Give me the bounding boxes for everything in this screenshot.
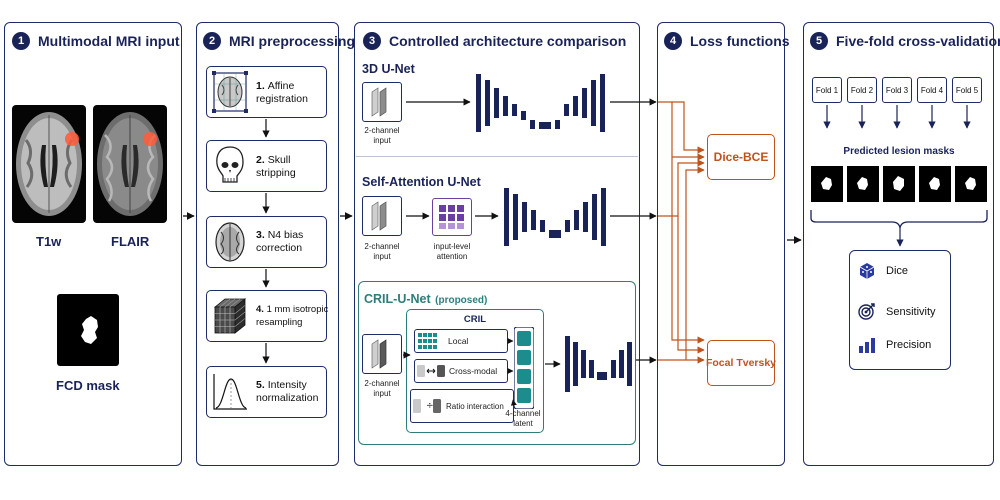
target-icon: [858, 303, 875, 320]
cross-modal-icon: [417, 365, 445, 377]
t1w-label: T1w: [36, 234, 62, 249]
fold-box: Fold 4: [917, 77, 947, 103]
step-number-badge: 3: [363, 32, 381, 50]
cril-module-cross-modal-label: Cross-modal: [449, 366, 498, 376]
fcd-mask-label: FCD mask: [56, 378, 120, 393]
proposed-tag: (proposed): [435, 295, 488, 306]
metric-precision-label: Precision: [886, 339, 932, 351]
cril-block-title: CRIL: [463, 314, 487, 325]
panel-title-text: MRI preprocessing: [229, 33, 356, 49]
cril-unet-name: CRIL-U-Net: [364, 292, 431, 306]
cril-module-ratio-label: Ratio interaction: [446, 402, 504, 411]
latent-channels-icon: [514, 327, 534, 409]
panel-title-text: Controlled architecture comparison: [389, 33, 627, 49]
cril-unet-title: CRIL-U-Net (proposed): [364, 290, 487, 308]
panel-title-architecture: 3 Controlled architecture comparison: [363, 32, 626, 50]
loss-dice-bce: Dice-BCE: [707, 134, 775, 180]
flair-brain-image: [93, 105, 167, 223]
arch-sa-unet-input-box: [362, 196, 402, 236]
predicted-masks-label: Predicted lesion masks: [843, 146, 955, 157]
input-volume-icon: [371, 201, 387, 231]
panel-title-mri-input: 1 Multimodal MRI input: [12, 32, 180, 50]
fold-box: Fold 5: [952, 77, 982, 103]
arch-sa-unet-title: Self-Attention U-Net: [362, 175, 481, 189]
histogram-icon: [213, 374, 247, 410]
section-divider: [356, 156, 638, 157]
preproc-step-registration: [206, 66, 327, 118]
panel-mri-input: [4, 22, 182, 466]
panel-title-text: Multimodal MRI input: [38, 33, 180, 49]
skull-icon: [216, 146, 244, 183]
metrics-box: [849, 250, 951, 370]
local-grid-icon: [418, 333, 437, 349]
brain-scan-icon: [215, 222, 245, 262]
panel-title-text: Five-fold cross-validation: [836, 33, 1000, 49]
step-number-badge: 5: [810, 32, 828, 50]
metric-dice-label: Dice: [886, 265, 909, 277]
panel-loss: [657, 22, 785, 466]
ratio-icon: ÷: [413, 399, 441, 413]
svg-text:÷: ÷: [426, 401, 434, 411]
metric-sensitivity-label: Sensitivity: [886, 306, 936, 318]
preproc-step-registration-text: 1. Affine registration: [256, 80, 308, 105]
fold-box: Fold 2: [847, 77, 877, 103]
cril-block: [406, 309, 544, 433]
arch-3d-unet-title: 3D U-Net: [362, 62, 415, 76]
cril-module-cross-modal: [414, 359, 508, 383]
loss-focal-tversky: Focal Tversky: [706, 340, 776, 386]
predicted-mask-images: [811, 166, 987, 202]
fold-box: Fold 3: [882, 77, 912, 103]
dice-icon: [859, 263, 875, 279]
t1w-brain-image: [12, 105, 86, 223]
panel-title-cross-validation: 5 Five-fold cross-validation: [810, 32, 1000, 50]
input-volume-icon: [371, 339, 387, 369]
attention-grid-icon: [439, 205, 464, 229]
brain-grid-icon: [212, 71, 248, 113]
preproc-step-n4-bias-text: 3. N4 bias correction: [256, 229, 304, 254]
fold-box: Fold 1: [812, 77, 842, 103]
step-number-badge: 2: [203, 32, 221, 50]
step-number-badge: 4: [664, 32, 682, 50]
cril-module-local-label: Local: [448, 336, 469, 346]
bar-chart-icon: [859, 338, 875, 353]
fcd-mask-image: [57, 294, 119, 366]
cril-unet-container: [358, 281, 636, 445]
panel-title-text: Loss functions: [690, 33, 790, 49]
preproc-step-resampling-text: 4. 1 mm isotropic resampling: [256, 304, 329, 328]
step-number-badge: 1: [12, 32, 30, 50]
voxel-cube-icon: [213, 298, 247, 334]
preproc-step-skull-stripping-text: 2. Skull stripping: [256, 154, 296, 179]
preproc-step-normalization-text: 5. Intensity normalization: [256, 379, 319, 404]
input-volume-icon: [371, 87, 387, 117]
panel-title-preprocessing: 2 MRI preprocessing: [203, 32, 355, 50]
flair-label: FLAIR: [111, 234, 150, 249]
panel-title-loss: 4 Loss functions: [664, 32, 790, 50]
